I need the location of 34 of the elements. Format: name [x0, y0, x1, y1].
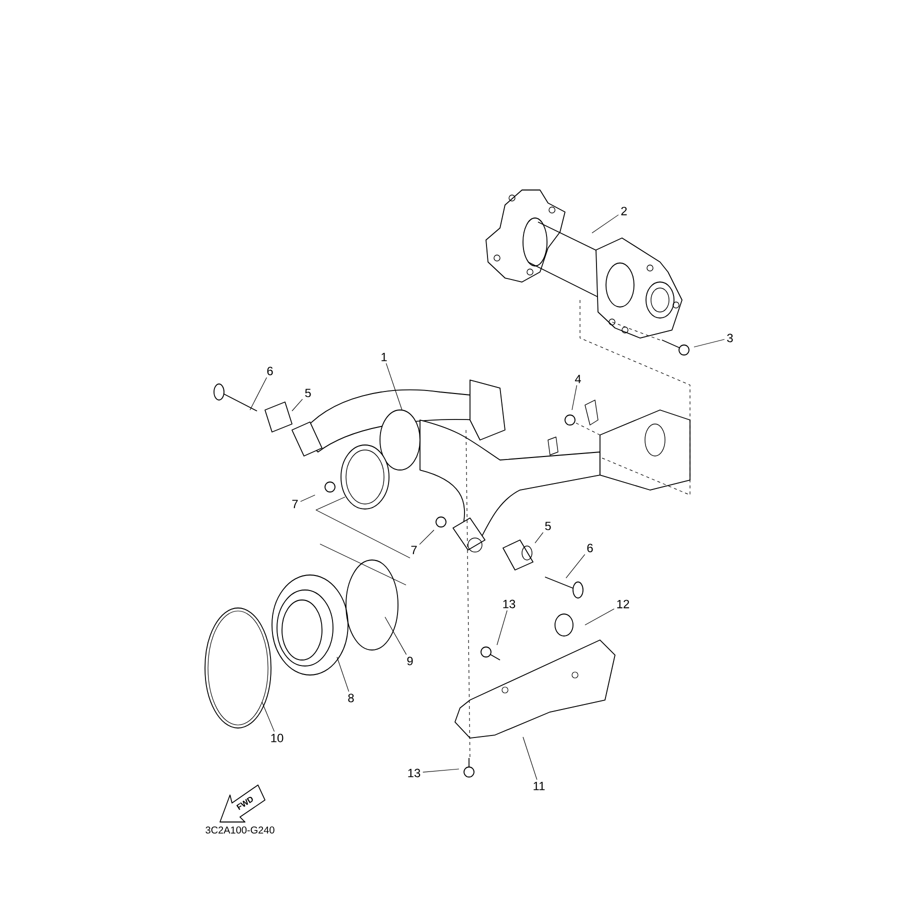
leader-line [592, 214, 619, 234]
leader-line [419, 530, 434, 545]
callout-number: 6 [267, 366, 273, 376]
callout-number: 12 [617, 600, 630, 608]
callout-number: 9 [407, 656, 413, 666]
leader-line [584, 608, 614, 626]
callout-number: 7 [411, 546, 417, 554]
callout-number: 1 [382, 352, 387, 362]
leader-line [522, 736, 538, 780]
leader-line [300, 494, 316, 502]
leader-line [572, 385, 578, 410]
leader-line [262, 702, 275, 732]
callout-number: 4 [574, 374, 581, 384]
callout-number: 13 [503, 600, 516, 608]
callout-number: 5 [545, 522, 551, 530]
leader-line [534, 532, 544, 544]
callout-number: 10 [271, 734, 284, 742]
callout-number: 2 [621, 206, 627, 216]
callout-number: 13 [408, 768, 420, 778]
leader-line [384, 616, 407, 655]
leader-line [694, 339, 725, 348]
leader-line [250, 377, 267, 410]
leader-line [336, 656, 350, 692]
leader-line [292, 398, 303, 412]
callout-number: 11 [534, 782, 545, 790]
leader-line [422, 768, 460, 773]
callout-number: 8 [348, 694, 354, 702]
callout-number: 6 [587, 544, 593, 552]
callout-number: 7 [292, 500, 298, 508]
leader-line [496, 610, 508, 646]
callout-number: 5 [305, 388, 311, 398]
leader-line [386, 363, 402, 410]
callout-number: 3 [727, 334, 733, 342]
leader-line [566, 554, 586, 578]
